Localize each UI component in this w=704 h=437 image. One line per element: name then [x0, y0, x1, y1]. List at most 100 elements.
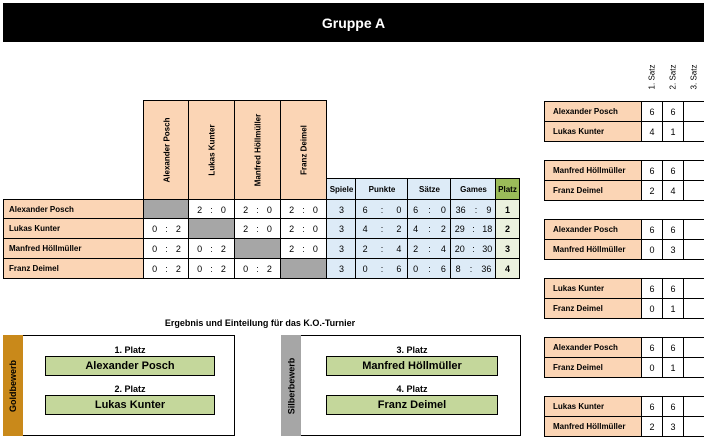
silber-p4-label: 4. Platz: [396, 384, 428, 394]
score-value: 2: [289, 243, 295, 254]
score-sep: :: [165, 223, 168, 234]
set-score: [683, 396, 704, 417]
satz-header-label: 1. Satz: [647, 64, 656, 90]
set-score: 4: [641, 121, 663, 142]
page-title: Gruppe A: [3, 3, 704, 42]
saetze-cell: 2:4: [407, 238, 452, 259]
match-player: Franz Deimel: [544, 357, 642, 378]
score-cell: 2:0: [188, 199, 235, 220]
score-sep: :: [210, 243, 213, 254]
score-cell: 0:2: [143, 218, 190, 239]
stat-header: Games: [450, 178, 497, 200]
stat-value: 2: [362, 243, 368, 254]
score-value: 0: [152, 223, 158, 234]
score-cell: 2:0: [234, 218, 281, 239]
self-cell: [188, 218, 235, 239]
set-score: 3: [662, 416, 684, 437]
set-score: 6: [641, 219, 663, 240]
stat-value: 6: [413, 204, 419, 215]
match-player: Manfred Höllmüller: [544, 239, 642, 260]
gold-p2-label: 2. Platz: [114, 384, 146, 394]
match-player: Franz Deimel: [544, 180, 642, 201]
set-score: 0: [641, 357, 663, 378]
score-sep: :: [165, 263, 168, 274]
gold-p1-name: Alexander Posch: [45, 356, 215, 376]
set-score: 6: [641, 101, 663, 122]
satz-header-label: 3. Satz: [689, 64, 698, 90]
stat-value: 2: [413, 243, 419, 254]
match-player: Lukas Kunter: [544, 278, 642, 299]
set-score: 6: [641, 337, 663, 358]
match-player: Alexander Posch: [544, 101, 642, 122]
score-value: 2: [220, 243, 226, 254]
score-cell: 0:2: [143, 238, 190, 259]
score-value: 2: [220, 263, 226, 274]
satz-header: 1. Satz: [641, 55, 662, 99]
platz-cell: 4: [495, 258, 520, 279]
stat-value: 20: [454, 243, 465, 254]
stat-value: 18: [482, 223, 493, 234]
self-cell: [280, 258, 327, 279]
set-score: 3: [662, 239, 684, 260]
match-player: Alexander Posch: [544, 219, 642, 240]
stat-header: Sätze: [407, 178, 452, 200]
score-cell: 0:2: [143, 258, 190, 279]
set-score: [683, 357, 704, 378]
stat-sep: :: [380, 263, 384, 274]
stat-sep: :: [428, 243, 431, 254]
stat-value: 6: [440, 263, 446, 274]
saetze-cell: 0:6: [407, 258, 452, 279]
stat-sep: :: [474, 204, 478, 215]
score-cell: 0:2: [188, 238, 235, 259]
score-value: 0: [266, 204, 272, 215]
set-score: 1: [662, 357, 684, 378]
spiele-cell: 3: [326, 238, 357, 259]
set-score: 2: [641, 416, 663, 437]
spiele-cell: 3: [326, 199, 357, 220]
score-sep: :: [302, 243, 305, 254]
set-score: 1: [662, 121, 684, 142]
col-header: Alexander Posch: [143, 100, 190, 200]
row-name: Franz Deimel: [3, 258, 144, 279]
set-score: 6: [662, 337, 684, 358]
set-score: 6: [641, 396, 663, 417]
stat-value: 29: [454, 223, 465, 234]
set-score: 6: [662, 160, 684, 181]
col-header: Manfred Höllmüller: [234, 100, 281, 200]
games-cell: 20:30: [450, 238, 497, 259]
score-sep: :: [256, 263, 259, 274]
stat-sep: :: [428, 223, 431, 234]
score-value: 0: [197, 263, 203, 274]
satz-header-label: 2. Satz: [668, 64, 677, 90]
score-value: 0: [266, 223, 272, 234]
set-score: [683, 298, 704, 319]
stat-value: 2: [440, 223, 446, 234]
stat-sep: :: [380, 223, 384, 234]
score-sep: :: [302, 223, 305, 234]
set-score: 6: [641, 278, 663, 299]
self-cell: [143, 199, 190, 220]
punkte-cell: 0:6: [355, 258, 409, 279]
set-score: 1: [662, 298, 684, 319]
col-header-label: Alexander Posch: [162, 117, 171, 183]
spiele-cell: 3: [326, 258, 357, 279]
saetze-cell: 6:0: [407, 199, 452, 220]
set-score: 6: [662, 101, 684, 122]
set-score: [683, 337, 704, 358]
row-name: Manfred Höllmüller: [3, 238, 144, 259]
set-score: 0: [641, 239, 663, 260]
self-cell: [234, 238, 281, 259]
stat-value: 2: [396, 223, 402, 234]
stat-sep: :: [380, 204, 384, 215]
match-player: Alexander Posch: [544, 337, 642, 358]
score-cell: 2:0: [280, 199, 327, 220]
score-sep: :: [210, 263, 213, 274]
score-value: 2: [175, 223, 181, 234]
silber-p3-name: Manfred Höllmüller: [326, 356, 498, 376]
ko-title: Ergebnis und Einteilung für das K.O.-Tur…: [164, 318, 356, 328]
stat-value: 4: [396, 243, 402, 254]
satz-header: 2. Satz: [662, 55, 683, 99]
score-sep: :: [165, 243, 168, 254]
stat-header: Punkte: [355, 178, 409, 200]
set-score: [683, 219, 704, 240]
